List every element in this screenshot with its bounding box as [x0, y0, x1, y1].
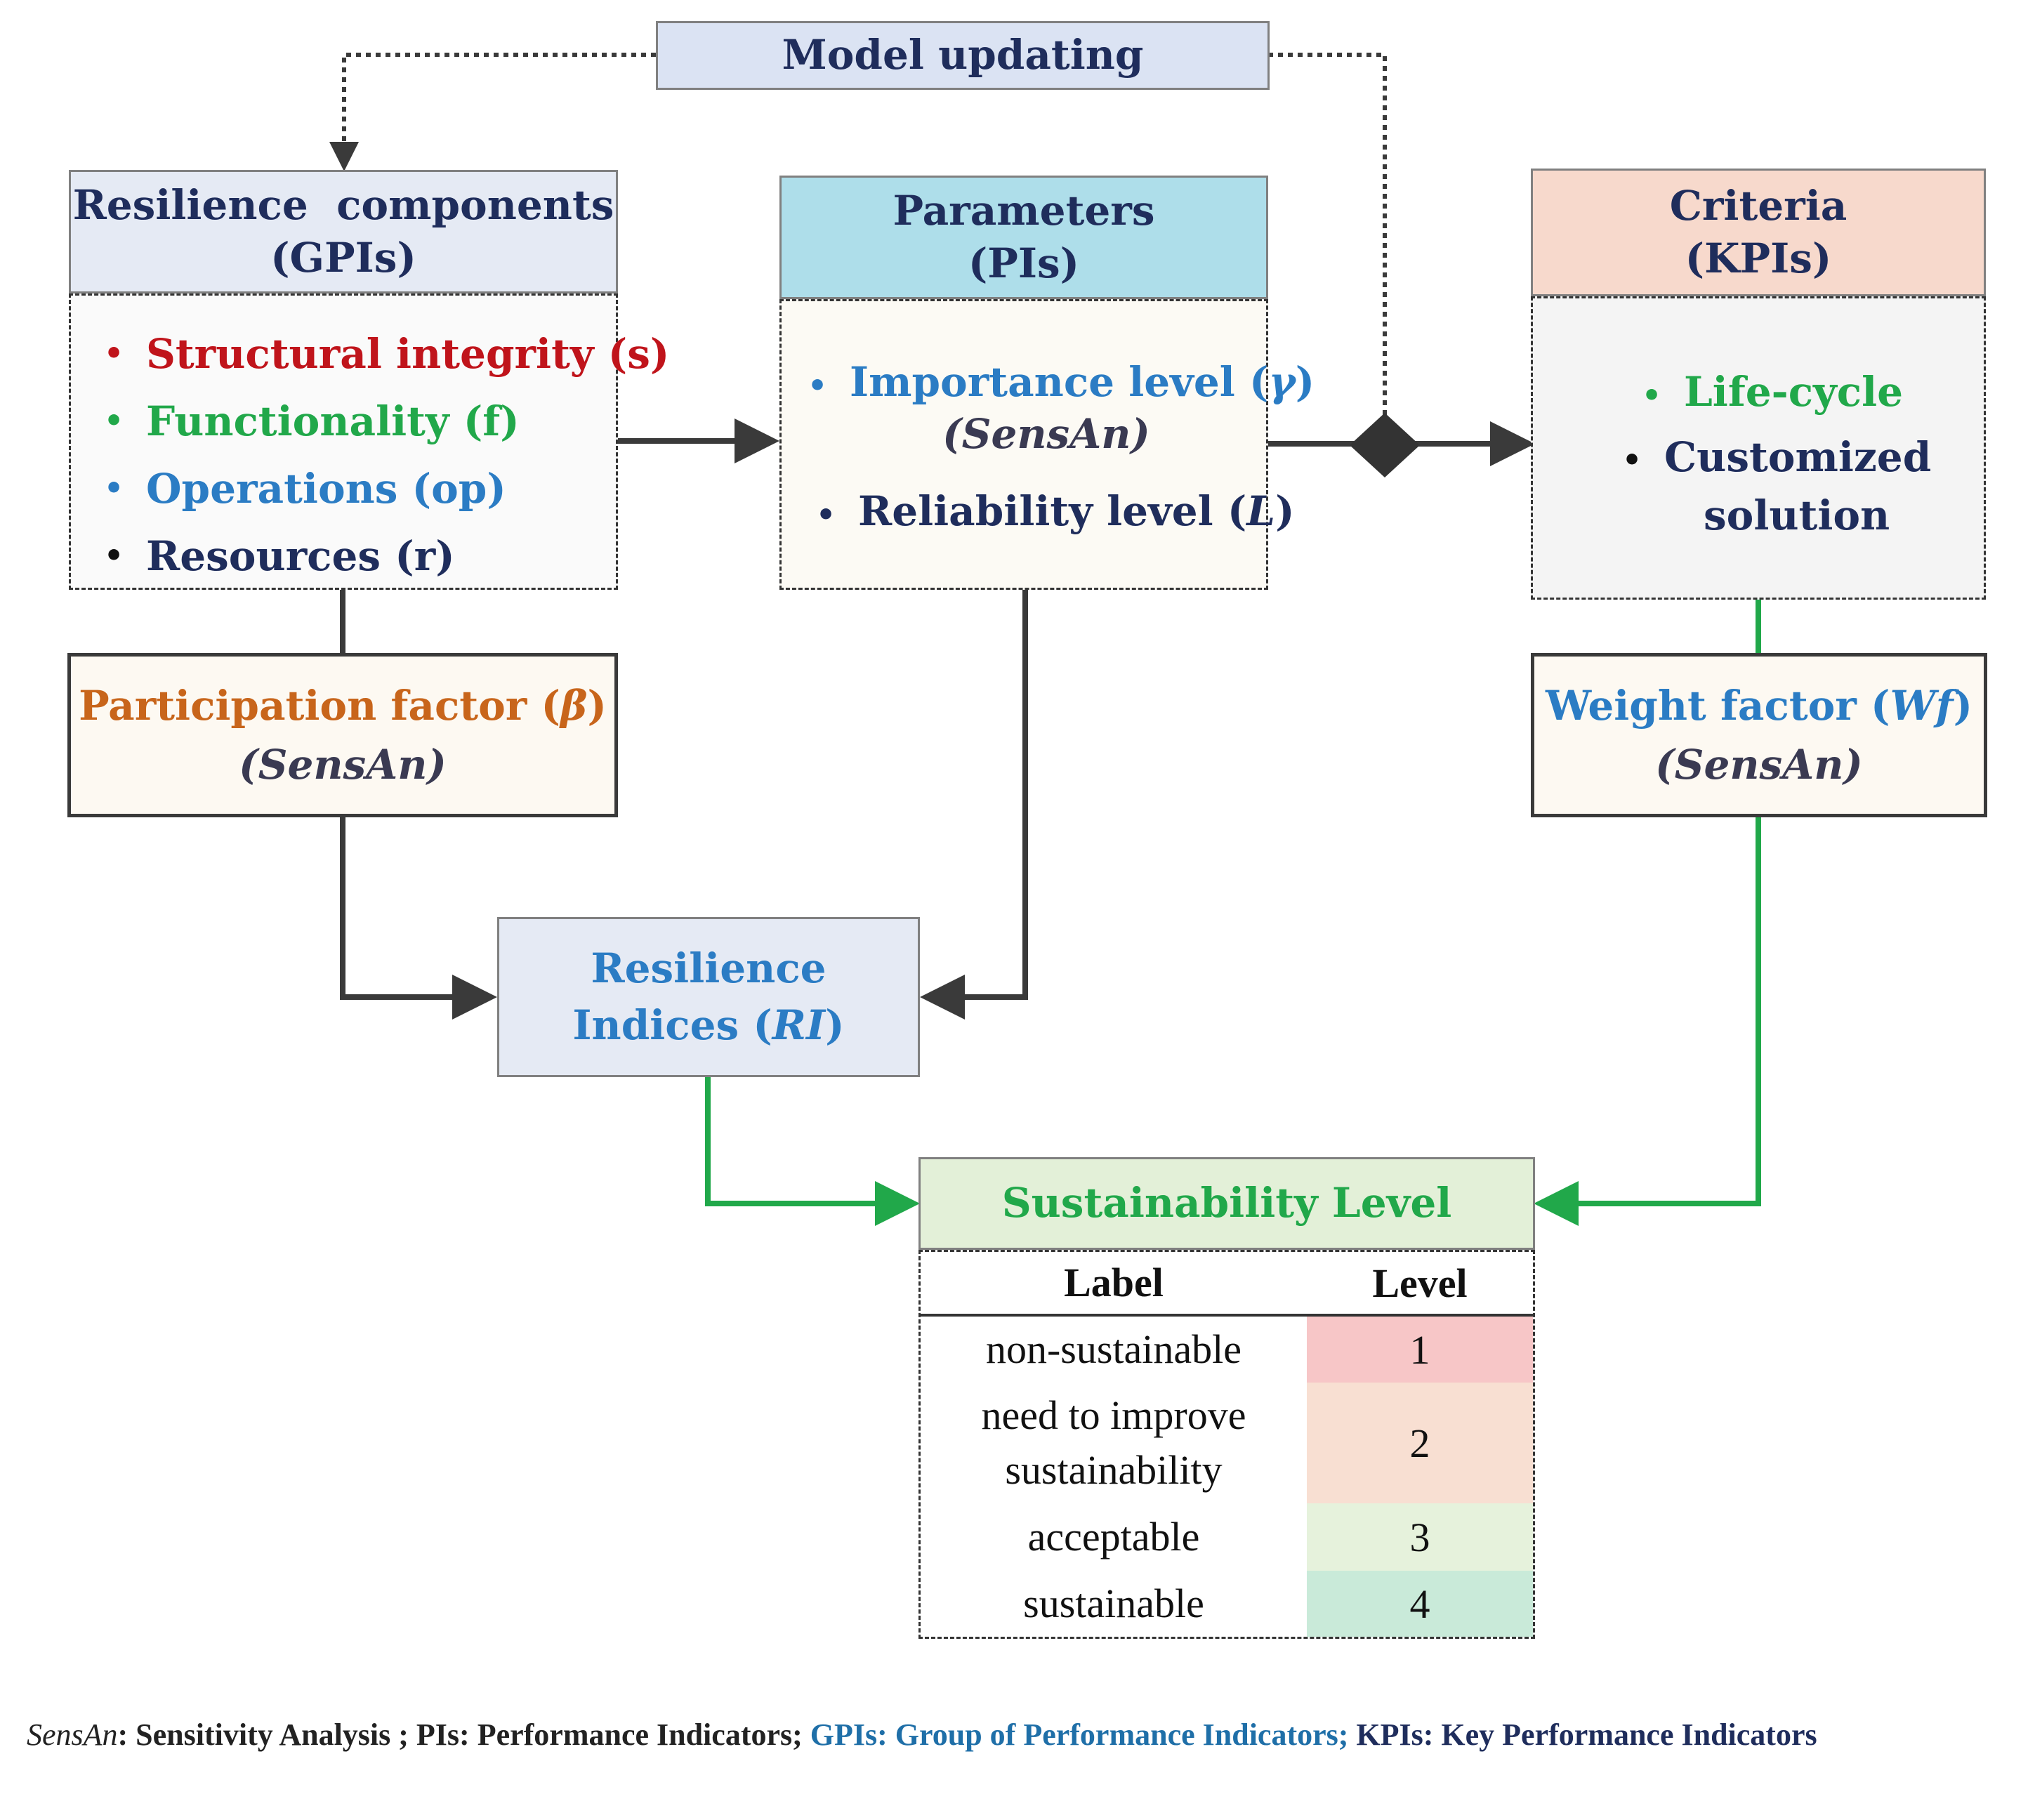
- resilience-indices-box: Resilience Indices (RI): [497, 917, 920, 1077]
- weight-factor-box: Weight factor (Wf) (SensAn): [1531, 653, 1987, 817]
- criteria-title-line1: Criteria: [1669, 181, 1848, 230]
- parameters-title-line1: Parameters: [893, 186, 1155, 235]
- column-header-label: Label: [1064, 1259, 1164, 1305]
- criteria-header: Criteria (KPIs): [1531, 169, 1986, 296]
- participation-factor-box: Participation factor (β) (SensAn): [67, 653, 618, 817]
- model-updating-label: Model updating: [782, 31, 1144, 79]
- sustainability-level-header: Sustainability Level: [918, 1157, 1535, 1250]
- footer-abbreviations: SensAn: Sensitivity Analysis ; PIs: Perf…: [27, 1717, 1817, 1752]
- criteria-title-line2: (KPIs): [1685, 235, 1832, 282]
- criteria-customized-item: •Customized solution: [1622, 433, 1932, 539]
- resilience-components-body: [69, 294, 618, 590]
- table-row: non-sustainable 1: [921, 1317, 1533, 1383]
- resilience-components-header: Resilience components (GPIs): [69, 170, 618, 294]
- model-updating-box: Model updating: [656, 21, 1270, 90]
- column-header-level: Level: [1372, 1260, 1468, 1306]
- parameters-body: [779, 299, 1268, 590]
- table-row: need to improve sustainability 2: [921, 1383, 1533, 1503]
- parameters-importance-item: •Importance level (γ): [808, 358, 1315, 406]
- model-updating-left-connector: [329, 53, 656, 171]
- list-item: •Structural integrity (s): [104, 330, 670, 378]
- ri-to-sustainability-arrow: [705, 1074, 920, 1226]
- junction-diamond: [1350, 413, 1420, 477]
- weight-to-sustainability-arrow: [1534, 816, 1761, 1226]
- pis-to-ri-arrow: [920, 590, 1028, 1020]
- table-row: sustainable 4: [921, 1571, 1533, 1637]
- parameters-title-line2: (PIs): [968, 239, 1080, 287]
- resilience-components-list: •Structural integrity (s) •Functionality…: [104, 320, 669, 590]
- criteria-body: [1531, 296, 1986, 600]
- resilience-components-title-line2: (GPIs): [270, 234, 416, 282]
- table-header-row: Label Level: [921, 1252, 1533, 1317]
- parameters-reliability-item: •Reliability level (L): [816, 487, 1295, 535]
- list-item: •Operations (op): [104, 465, 506, 513]
- participation-to-ri-arrow: [340, 816, 497, 1020]
- list-item: •Resources (r): [104, 532, 455, 580]
- resilience-components-title-line1: Resilience components: [72, 180, 614, 229]
- list-item: •Functionality (f): [104, 397, 520, 445]
- parameters-header: Parameters (PIs): [779, 176, 1268, 299]
- criteria-lifecycle-item: •Life-cycle: [1642, 368, 1904, 416]
- table-row: acceptable 3: [921, 1503, 1533, 1571]
- parameters-importance-sensan: (SensAn): [942, 410, 1150, 458]
